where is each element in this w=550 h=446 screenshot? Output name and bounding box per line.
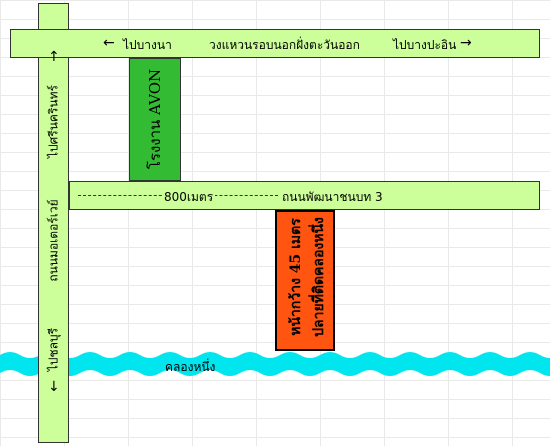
outer-ring-road-label: วงแหวนรอบนอกฝั่งตะวันออก: [209, 38, 360, 52]
distance-label: 800เมตร: [162, 188, 216, 207]
arrow-right-icon: →: [460, 35, 472, 51]
srinakarin-direction: ไปศรีนครินทร์: [46, 85, 61, 158]
motorway-road: [38, 3, 69, 443]
bang-na-direction: ไปบางนา: [123, 38, 172, 52]
canal-water: [0, 352, 550, 376]
bang-pa-in-direction: ไปบางปะอิน: [393, 38, 457, 52]
plot-width-label: หน้ากว้าง 45 เมตร: [288, 218, 304, 336]
avon-factory: [129, 58, 181, 181]
chonburi-direction: ไปชลบุรี: [46, 327, 61, 372]
land-plot: [275, 210, 335, 351]
middle-road-name: ถนนพัฒนาชนบท 3: [282, 190, 383, 204]
arrow-left-icon: ←: [103, 35, 115, 51]
motorway-name-label: ถนนมอเตอร์เวย์: [46, 199, 61, 282]
arrow-up-icon: ↑: [48, 49, 60, 65]
canal-label: คลองหนึ่ง: [165, 360, 216, 374]
factory-label: โรงงาน AVON: [146, 68, 164, 170]
arrow-down-icon: ↓: [48, 379, 60, 395]
outer-ring-road: [10, 29, 540, 58]
plot-canal-label: ปลายที่ติดคลองหนึ่ง: [311, 217, 327, 337]
